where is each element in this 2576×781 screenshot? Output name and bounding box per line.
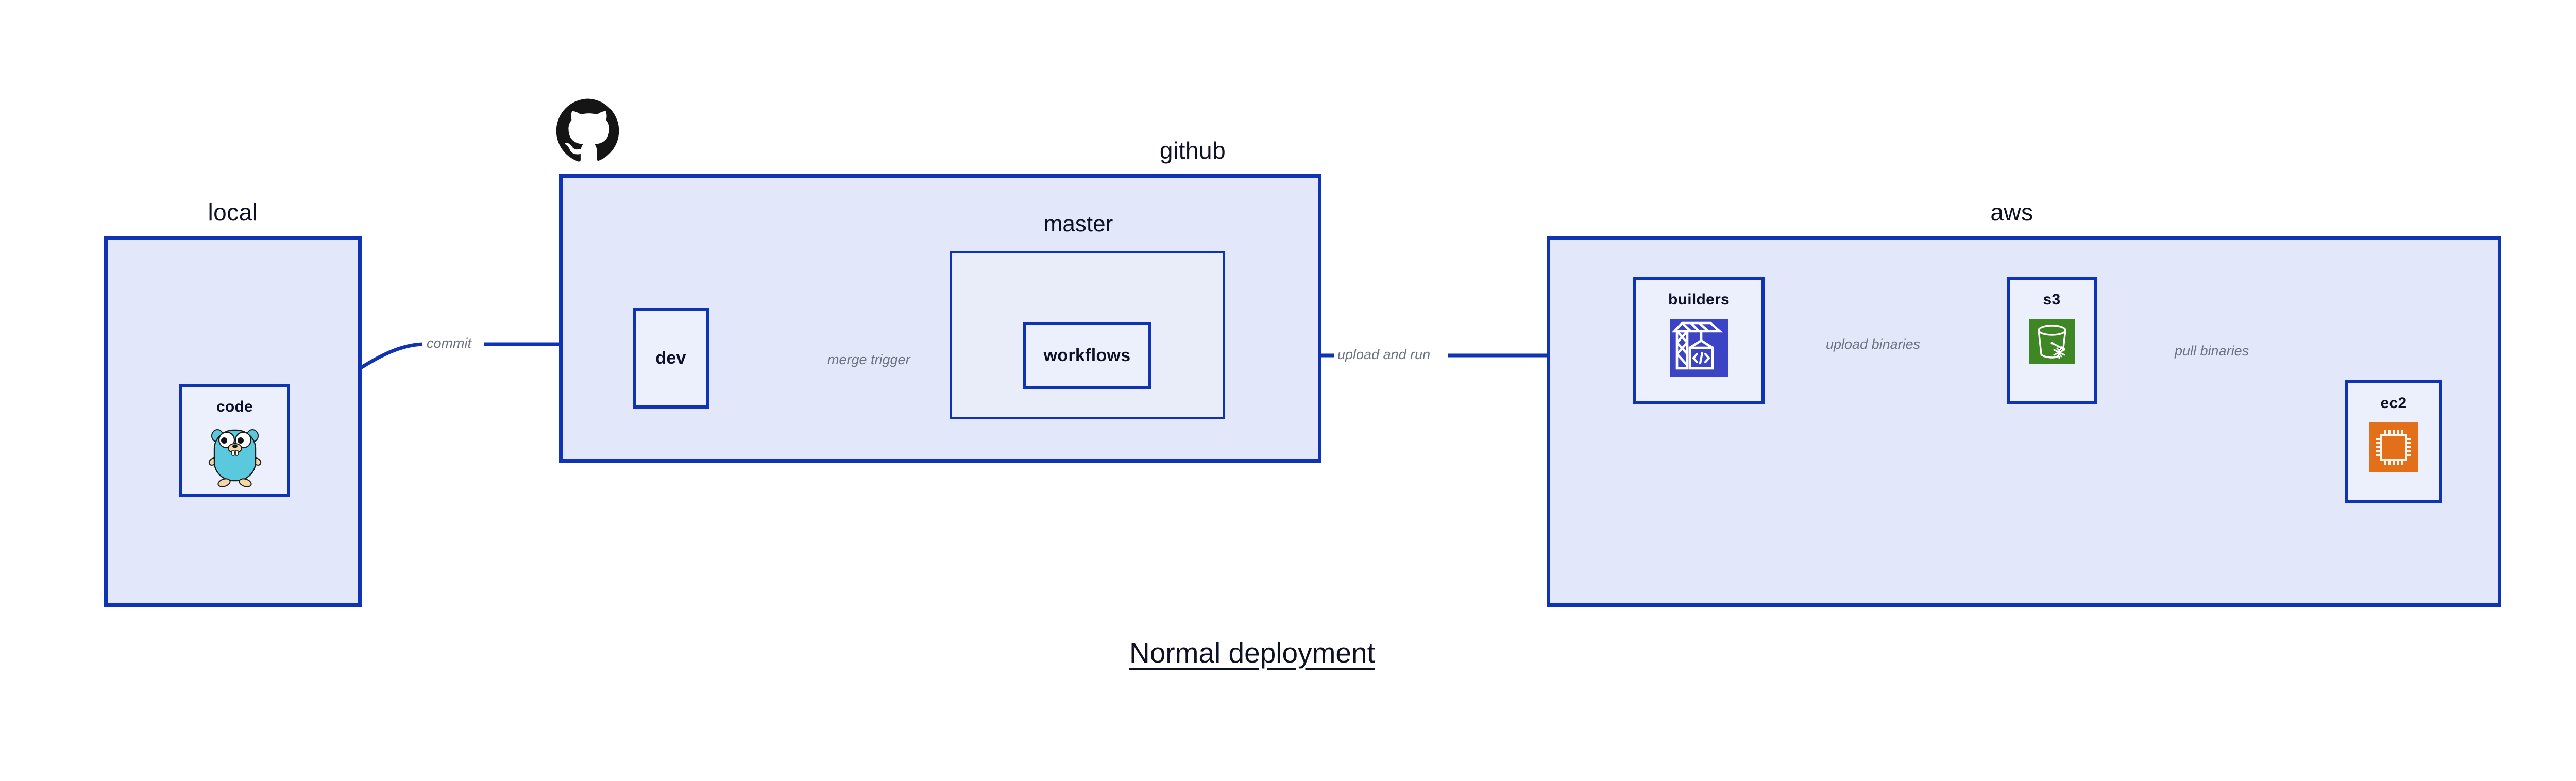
group-label-aws: aws bbox=[1990, 199, 2033, 226]
diagram-title: Normal deployment bbox=[1129, 637, 1375, 669]
node-ec2[interactable]: ec2 bbox=[2345, 380, 2442, 503]
node-s3[interactable]: s3 bbox=[2007, 277, 2097, 404]
node-builders[interactable]: builders bbox=[1633, 277, 1765, 404]
node-dev[interactable]: dev bbox=[633, 308, 709, 409]
node-label-dev: dev bbox=[655, 348, 686, 368]
codebuild-crane-icon bbox=[1670, 319, 1728, 379]
edge-label-commit: commit bbox=[423, 336, 474, 350]
node-label-workflows: workflows bbox=[1043, 345, 1131, 365]
edge-label-pull-binaries: pull binaries bbox=[2172, 344, 2252, 358]
github-octocat-logo bbox=[556, 98, 621, 165]
edge-label-upload-binaries: upload binaries bbox=[1823, 337, 1924, 351]
group-label-local: local bbox=[208, 199, 258, 226]
node-code[interactable]: code bbox=[179, 384, 290, 497]
go-gopher-icon bbox=[208, 426, 262, 489]
subgroup-label-master: master bbox=[1043, 211, 1113, 236]
subgroup-master bbox=[950, 251, 1225, 419]
node-label-code: code bbox=[216, 398, 253, 415]
node-label-builders: builders bbox=[1668, 291, 1730, 308]
node-workflows[interactable]: workflows bbox=[1023, 322, 1151, 389]
edge-label-upload-and-run: upload and run bbox=[1334, 348, 1434, 362]
node-label-ec2: ec2 bbox=[2380, 395, 2407, 412]
group-label-github: github bbox=[1159, 137, 1226, 164]
node-label-s3: s3 bbox=[2043, 291, 2061, 308]
s3-bucket-icon bbox=[2029, 319, 2075, 367]
edge-label-merge-trigger: merge trigger bbox=[824, 353, 913, 367]
ec2-chip-icon bbox=[2369, 422, 2418, 474]
